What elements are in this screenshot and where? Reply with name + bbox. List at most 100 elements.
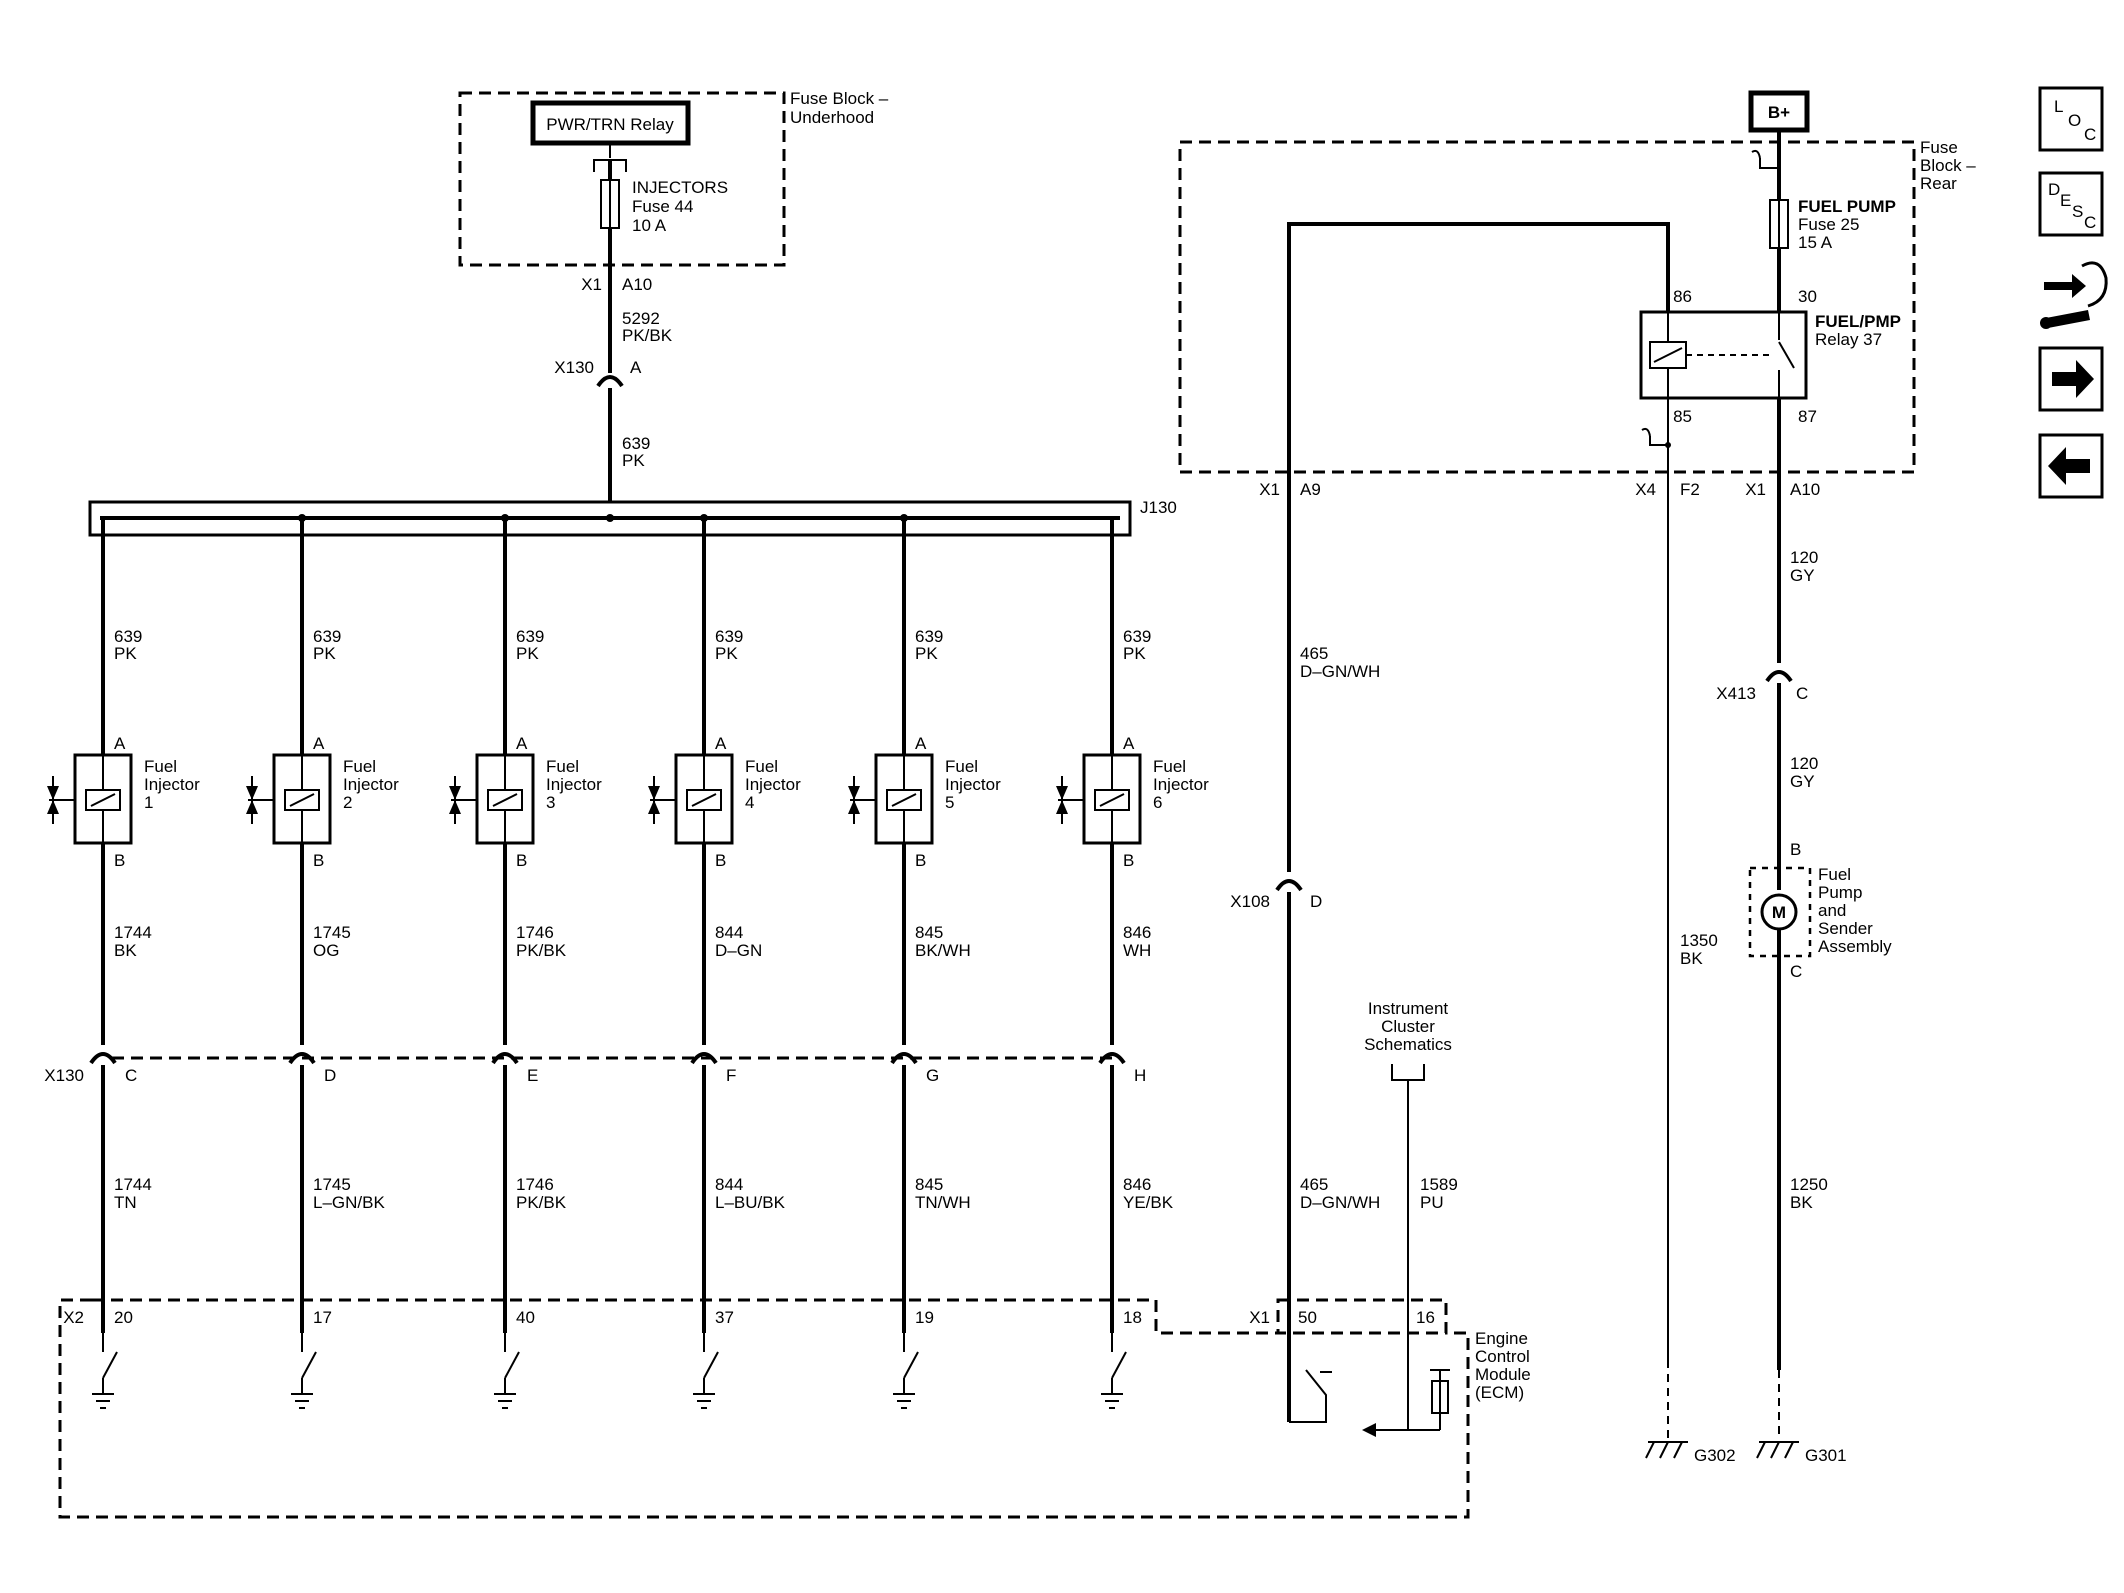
ecm-driver-6-switch <box>1111 1351 1127 1379</box>
ecm-pullup-resistor-icon <box>1431 1380 1449 1414</box>
cluster-label-2: Cluster <box>1381 1017 1435 1036</box>
x130-pin-5-connector <box>890 1052 918 1065</box>
pwr-trn-relay-label: PWR/TRN Relay <box>546 115 674 134</box>
injector-6-pin-b: B <box>1123 851 1134 870</box>
injectors-fuse-rating: 10 A <box>632 216 667 235</box>
x413-pin-c: C <box>1796 684 1808 703</box>
cluster-reference-bracket-icon <box>1391 1064 1425 1081</box>
pump-pin-b: B <box>1790 840 1801 859</box>
ecm-label-4: (ECM) <box>1475 1383 1524 1402</box>
ecm-pin-20: 20 <box>114 1308 133 1327</box>
arrow-left-icon <box>2048 447 2090 485</box>
ecm-relay-driver-switch <box>1289 1369 1327 1423</box>
desc-letter-e: E <box>2060 191 2071 210</box>
relay-pin-85: 85 <box>1673 407 1692 426</box>
injector-2-name-2: Injector <box>343 775 399 794</box>
ecm-pin-16: 16 <box>1416 1308 1435 1327</box>
fuel-injector-3: 639PKAFuelInjector3B1746PK/BKE1746PK/BK4… <box>449 514 602 1409</box>
rear-connector-x1: X1 <box>1745 480 1766 499</box>
injector-4-ecm-circuit: 844 <box>715 1175 743 1194</box>
pump-circuit-120-upper: 120 <box>1790 548 1818 567</box>
pump-color-gy-mid: GY <box>1790 772 1815 791</box>
injector-2-name-1: Fuel <box>343 757 376 776</box>
injector-2-pin-a: A <box>313 734 325 753</box>
fuel-pump-label-4: Sender <box>1818 919 1873 938</box>
cluster-color-pu: PU <box>1420 1193 1444 1212</box>
injector-3-pin-b: B <box>516 851 527 870</box>
x130-pin-3-connector <box>491 1052 519 1065</box>
fuel-pump-fuse-rating: 15 A <box>1798 233 1833 252</box>
ecm-label-1: Engine <box>1475 1329 1528 1348</box>
injector-6-feed-circuit: 639 <box>1123 627 1151 646</box>
fuel-pump-label-1: Fuel <box>1818 865 1851 884</box>
ecm-x2-label: X2 <box>63 1308 84 1327</box>
fuel-pump-circuit: 120 GY X413 C 120 GY B M Fuel Pump and S… <box>1716 398 1892 1465</box>
next-page-button[interactable] <box>2038 346 2104 412</box>
ecm-driver-5-switch <box>903 1351 919 1379</box>
injector-5-name-2: Injector <box>945 775 1001 794</box>
fuel-injector-group: 639PKAFuelInjector1B1744BKC1744TN20639PK… <box>47 514 1209 1409</box>
injector-6-number: 6 <box>1153 793 1162 812</box>
relay-name: FUEL/PMP <box>1815 312 1901 331</box>
injector-4-pin-a: A <box>715 734 727 753</box>
injector-2-pin-b: B <box>313 851 324 870</box>
x130-a-connector <box>596 375 624 388</box>
injector-1-number: 1 <box>144 793 153 812</box>
description-button[interactable]: D E S C <box>2038 171 2104 237</box>
ecm-pin-50: 50 <box>1298 1308 1317 1327</box>
injector-6-pin-a: A <box>1123 734 1135 753</box>
location-button[interactable]: L O C <box>2038 86 2104 152</box>
x130-pin-f: F <box>726 1066 736 1085</box>
cluster-label-3: Schematics <box>1364 1035 1452 1054</box>
ecm-label-3: Module <box>1475 1365 1531 1384</box>
x108-pin-d: D <box>1310 892 1322 911</box>
fuel-pump-fuse-number: Fuse 25 <box>1798 215 1859 234</box>
rear-pin-f2: F2 <box>1680 480 1700 499</box>
injector-1-name-1: Fuel <box>144 757 177 776</box>
relay-control-circuit-465: 465 <box>1300 644 1328 663</box>
injector-4-feed-circuit: 639 <box>715 627 743 646</box>
injector-1-pin-b: B <box>114 851 125 870</box>
injector-4-number: 4 <box>745 793 754 812</box>
battery-b-plus-label: B+ <box>1768 103 1790 122</box>
desc-letter-c: C <box>2084 213 2096 232</box>
ecm-driver-4-switch <box>703 1351 719 1379</box>
relay-control-circuit-465-lower: 465 <box>1300 1175 1328 1194</box>
pump-pin-c: C <box>1790 962 1802 981</box>
injector-1-name-2: Injector <box>144 775 200 794</box>
injector-3-pin-a: A <box>516 734 528 753</box>
injector-2-out-color: OG <box>313 941 339 960</box>
injector-3-feed-color: PK <box>516 644 539 663</box>
injector-4-out-circuit: 844 <box>715 923 743 942</box>
injectors-fuse-name: INJECTORS <box>632 178 728 197</box>
ground-g302-label: G302 <box>1694 1446 1736 1465</box>
previous-page-button[interactable] <box>2038 433 2104 499</box>
relay-number: Relay 37 <box>1815 330 1882 349</box>
injector-5-pin-a: A <box>915 734 927 753</box>
x130-pin-4-connector <box>690 1052 718 1065</box>
injector-1-feed-color: PK <box>114 644 137 663</box>
desc-letter-d: D <box>2048 180 2060 199</box>
fuse-block-rear-label-2: Block – <box>1920 156 1976 175</box>
feed-color-pk-bk: PK/BK <box>622 326 673 345</box>
injector-2-feed-color: PK <box>313 644 336 663</box>
x130-upper-label: X130 <box>554 358 594 377</box>
pump-color-gy-upper: GY <box>1790 566 1815 585</box>
x413-label: X413 <box>1716 684 1756 703</box>
injector-5-feed-color: PK <box>915 644 938 663</box>
relay-control-color: D–GN/WH <box>1300 662 1380 681</box>
loc-letter-c: C <box>2084 125 2096 144</box>
relay-control-connector-x1: X1 <box>1259 480 1280 499</box>
relay-pin-30: 30 <box>1798 287 1817 306</box>
injector-3-ecm-circuit: 1746 <box>516 1175 554 1194</box>
injector-4-pin-b: B <box>715 851 726 870</box>
injector-4-feed-color: PK <box>715 644 738 663</box>
connector-tool-icon[interactable] <box>2040 261 2108 329</box>
instrument-cluster-circuit: Instrument Cluster Schematics 1589 PU <box>1364 999 1458 1333</box>
injector-3-out-color: PK/BK <box>516 941 567 960</box>
x130-pin-1-connector <box>89 1052 117 1065</box>
feed-circuit-5292: 5292 <box>622 309 660 328</box>
relay-control-color-lower: D–GN/WH <box>1300 1193 1380 1212</box>
